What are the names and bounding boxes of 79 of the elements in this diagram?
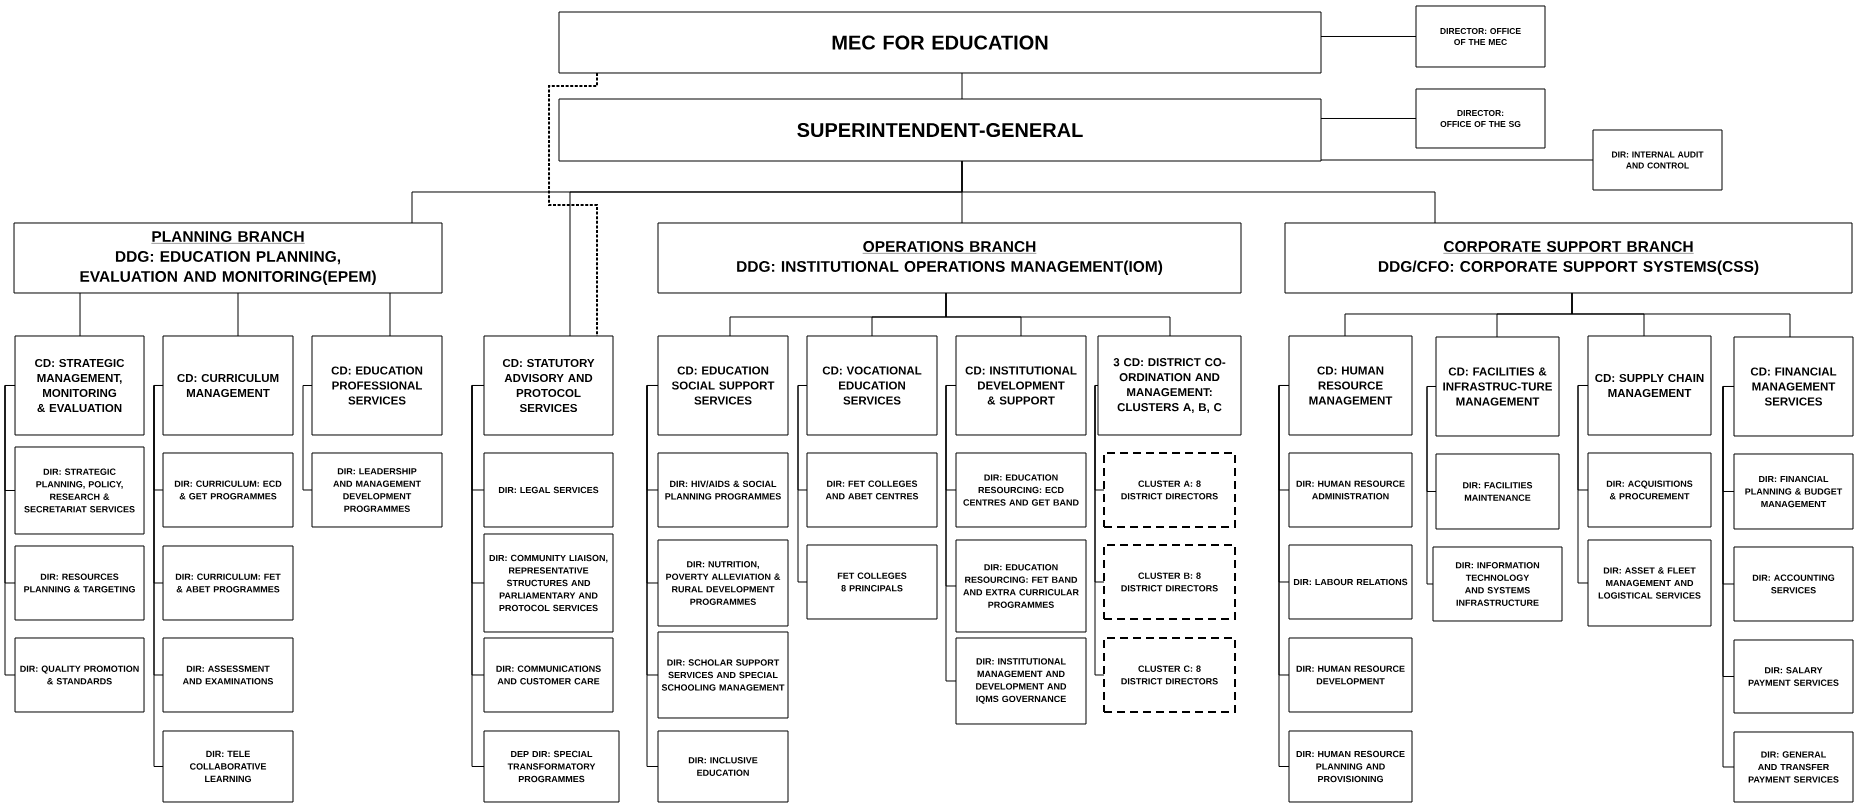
connector-line <box>569 160 963 337</box>
cluster-box: CLUSTER B: 8 DISTRICT DIRECTORS <box>1103 544 1236 620</box>
connector-line <box>1094 385 1105 676</box>
directorate-box: DIR: CURRICULUM: ECD & GET PROGRAMMES <box>162 452 294 528</box>
connector-line <box>1722 386 1735 768</box>
connector-line <box>302 385 313 491</box>
chief-directorate-box: CD: EDUCATION SOCIAL SUPPORT SERVICES <box>657 335 789 436</box>
connector-line <box>153 385 164 767</box>
director-box: DIR: INTERNAL AUDIT AND CONTROL <box>1592 129 1723 191</box>
chief-directorate-box: CD: FACILITIES & INFRASTRUC-TURE MANAGEMENT <box>1435 336 1560 437</box>
directorate-box: DIR: SALARY PAYMENT SERVICES <box>1733 639 1854 714</box>
connector-line <box>79 292 81 337</box>
connector-line <box>1577 385 1589 584</box>
connector-line <box>646 385 659 767</box>
connector-line <box>1320 118 1417 119</box>
connector-line <box>1278 385 1290 767</box>
directorate-box: DIR: HUMAN RESOURCE ADMINISTRATION <box>1288 452 1413 528</box>
directorate-box: DIR: HUMAN RESOURCE DEVELOPMENT <box>1288 637 1413 713</box>
directorate-box: DIR: ASSET & FLEET MANAGEMENT AND LOGISTICAL SERVICES <box>1587 539 1712 627</box>
directorate-box: DIR: FACILITIES MAINTENANCE <box>1435 453 1560 530</box>
cluster-box: CLUSTER C: 8 DISTRICT DIRECTORS <box>1103 637 1236 713</box>
connector-line <box>548 72 598 337</box>
connector-line <box>961 72 963 100</box>
directorate-box: DIR: GENERAL AND TRANSFER PAYMENT SERVICES <box>1733 731 1854 803</box>
office-box: MEC FOR EDUCATION <box>558 11 1322 74</box>
directorate-box: DIR: HUMAN RESOURCE PLANNING AND PROVISIONING <box>1288 730 1413 803</box>
directorate-box: DIR: CURRICULUM: FET & ABET PROGRAMMES <box>162 545 294 621</box>
branch-box: OPERATIONS BRANCH DDG: INSTITUTIONAL OPERATIONS MANAGEMENT(IOM) <box>657 222 1242 294</box>
directorate-box: DEP DIR: SPECIAL TRANSFORMATORY PROGRAMMES <box>483 730 620 803</box>
cluster-box: CLUSTER A: 8 DISTRICT DIRECTORS <box>1103 452 1236 528</box>
connector-line <box>1426 386 1437 585</box>
connector-line <box>1320 36 1417 37</box>
chief-directorate-box: CD: FINANCIAL MANAGEMENT SERVICES <box>1733 336 1854 437</box>
chief-directorate-box: CD: INSTITUTIONAL DEVELOPMENT & SUPPORT <box>955 335 1087 436</box>
connector-line <box>471 385 485 767</box>
connector-line <box>1320 159 1594 161</box>
directorate-box: DIR: LEADERSHIP AND MANAGEMENT DEVELOPMENT PROGRAMMES <box>311 452 443 528</box>
connector-line <box>237 292 239 337</box>
directorate-box: DIR: STRATEGIC PLANNING, POLICY, RESEARCH & SECRETARIAT SERVICES <box>14 446 145 535</box>
connector-line <box>797 385 808 583</box>
connector-line <box>389 292 391 337</box>
director-box: DIRECTOR: OFFICE OF THE SG <box>1415 88 1546 149</box>
directorate-box: DIR: ACQUISITIONS & PROCUREMENT <box>1587 452 1712 528</box>
office-box: SUPERINTENDENT-GENERAL <box>558 98 1322 162</box>
directorate-box: DIR: QUALITY PROMOTION & STANDARDS <box>14 637 145 713</box>
connector-line <box>4 385 16 676</box>
director-box: DIRECTOR: OFFICE OF THE MEC <box>1415 5 1546 68</box>
directorate-box: DIR: EDUCATION RESOURCING: FET BAND AND EXTRA CURRICULAR PROGRAMMES <box>955 539 1087 633</box>
directorate-box: DIR: HIV/AIDS & SOCIAL PLANNING PROGRAMMES <box>657 452 789 528</box>
directorate-box: DIR: FET COLLEGES AND ABET CENTRES <box>806 452 938 528</box>
branch-box: CORPORATE SUPPORT BRANCH DDG/CFO: CORPORATE SUPPORT SYSTEMS(CSS) <box>1284 222 1853 294</box>
directorate-box: DIR: LABOUR RELATIONS <box>1288 544 1413 620</box>
directorate-box: DIR: TELE COLLABORATIVE LEARNING <box>162 730 294 803</box>
directorate-box: DIR: LEGAL SERVICES <box>483 452 614 528</box>
chief-directorate-box: CD: VOCATIONAL EDUCATION SERVICES <box>806 335 938 436</box>
directorate-box: DIR: ASSESSMENT AND EXAMINATIONS <box>162 637 294 713</box>
directorate-box: DIR: INFORMATION TECHNOLOGY AND SYSTEMS INFRASTRUCTURE <box>1432 546 1563 622</box>
connector-line <box>945 292 1171 337</box>
directorate-box: DIR: EDUCATION RESOURCING: ECD CENTRES AND GET BAND <box>955 452 1087 528</box>
directorate-box: DIR: INCLUSIVE EDUCATION <box>657 730 789 803</box>
directorate-box: DIR: FINANCIAL PLANNING & BUDGET MANAGEMENT <box>1733 453 1854 530</box>
connector-line <box>1571 292 1791 338</box>
branch-box: PLANNING BRANCH DDG: EDUCATION PLANNING, EVALUATION AND MONITORING(EPEM) <box>13 222 443 294</box>
directorate-box: DIR: NUTRITION, POVERTY ALLEVIATION & RURAL DEVELOPMENT PROGRAMMES <box>657 539 789 627</box>
connector-line <box>945 385 957 682</box>
chief-directorate-box: CD: EDUCATION PROFESSIONAL SERVICES <box>311 335 443 436</box>
directorate-box: DIR: SCHOLAR SUPPORT SERVICES AND SPECIAL SCHOOLING MANAGEMENT <box>657 631 789 719</box>
directorate-box: DIR: RESOURCES PLANNING & TARGETING <box>14 545 145 621</box>
chief-directorate-box: CD: STATUTORY ADVISORY AND PROTOCOL SERVICES <box>483 335 614 436</box>
directorate-box: FET COLLEGES 8 PRINCIPALS <box>806 544 938 620</box>
directorate-box: DIR: COMMUNITY LIAISON, REPRESENTATIVE STRUCTURES AND PARLIAMENTARY AND PROTOCOL SERVICES <box>483 533 614 633</box>
chief-directorate-box: CD: SUPPLY CHAIN MANAGEMENT <box>1587 335 1712 436</box>
chief-directorate-box: CD: CURRICULUM MANAGEMENT <box>162 335 294 436</box>
chief-directorate-box: CD: HUMAN RESOURCE MANAGEMENT <box>1288 335 1413 436</box>
directorate-box: DIR: INSTITUTIONAL MANAGEMENT AND DEVELOPMENT AND IQMS GOVERNANCE <box>955 637 1087 725</box>
directorate-box: DIR: ACCOUNTING SERVICES <box>1733 546 1854 622</box>
chief-directorate-box: 3 CD: DISTRICT CO-ORDINATION AND MANAGEMENT: CLUSTERS A, B, C <box>1097 335 1242 436</box>
chief-directorate-box: CD: STRATEGIC MANAGEMENT, MONITORING & EVALUATION <box>14 335 145 436</box>
directorate-box: DIR: COMMUNICATIONS AND CUSTOMER CARE <box>483 637 614 713</box>
